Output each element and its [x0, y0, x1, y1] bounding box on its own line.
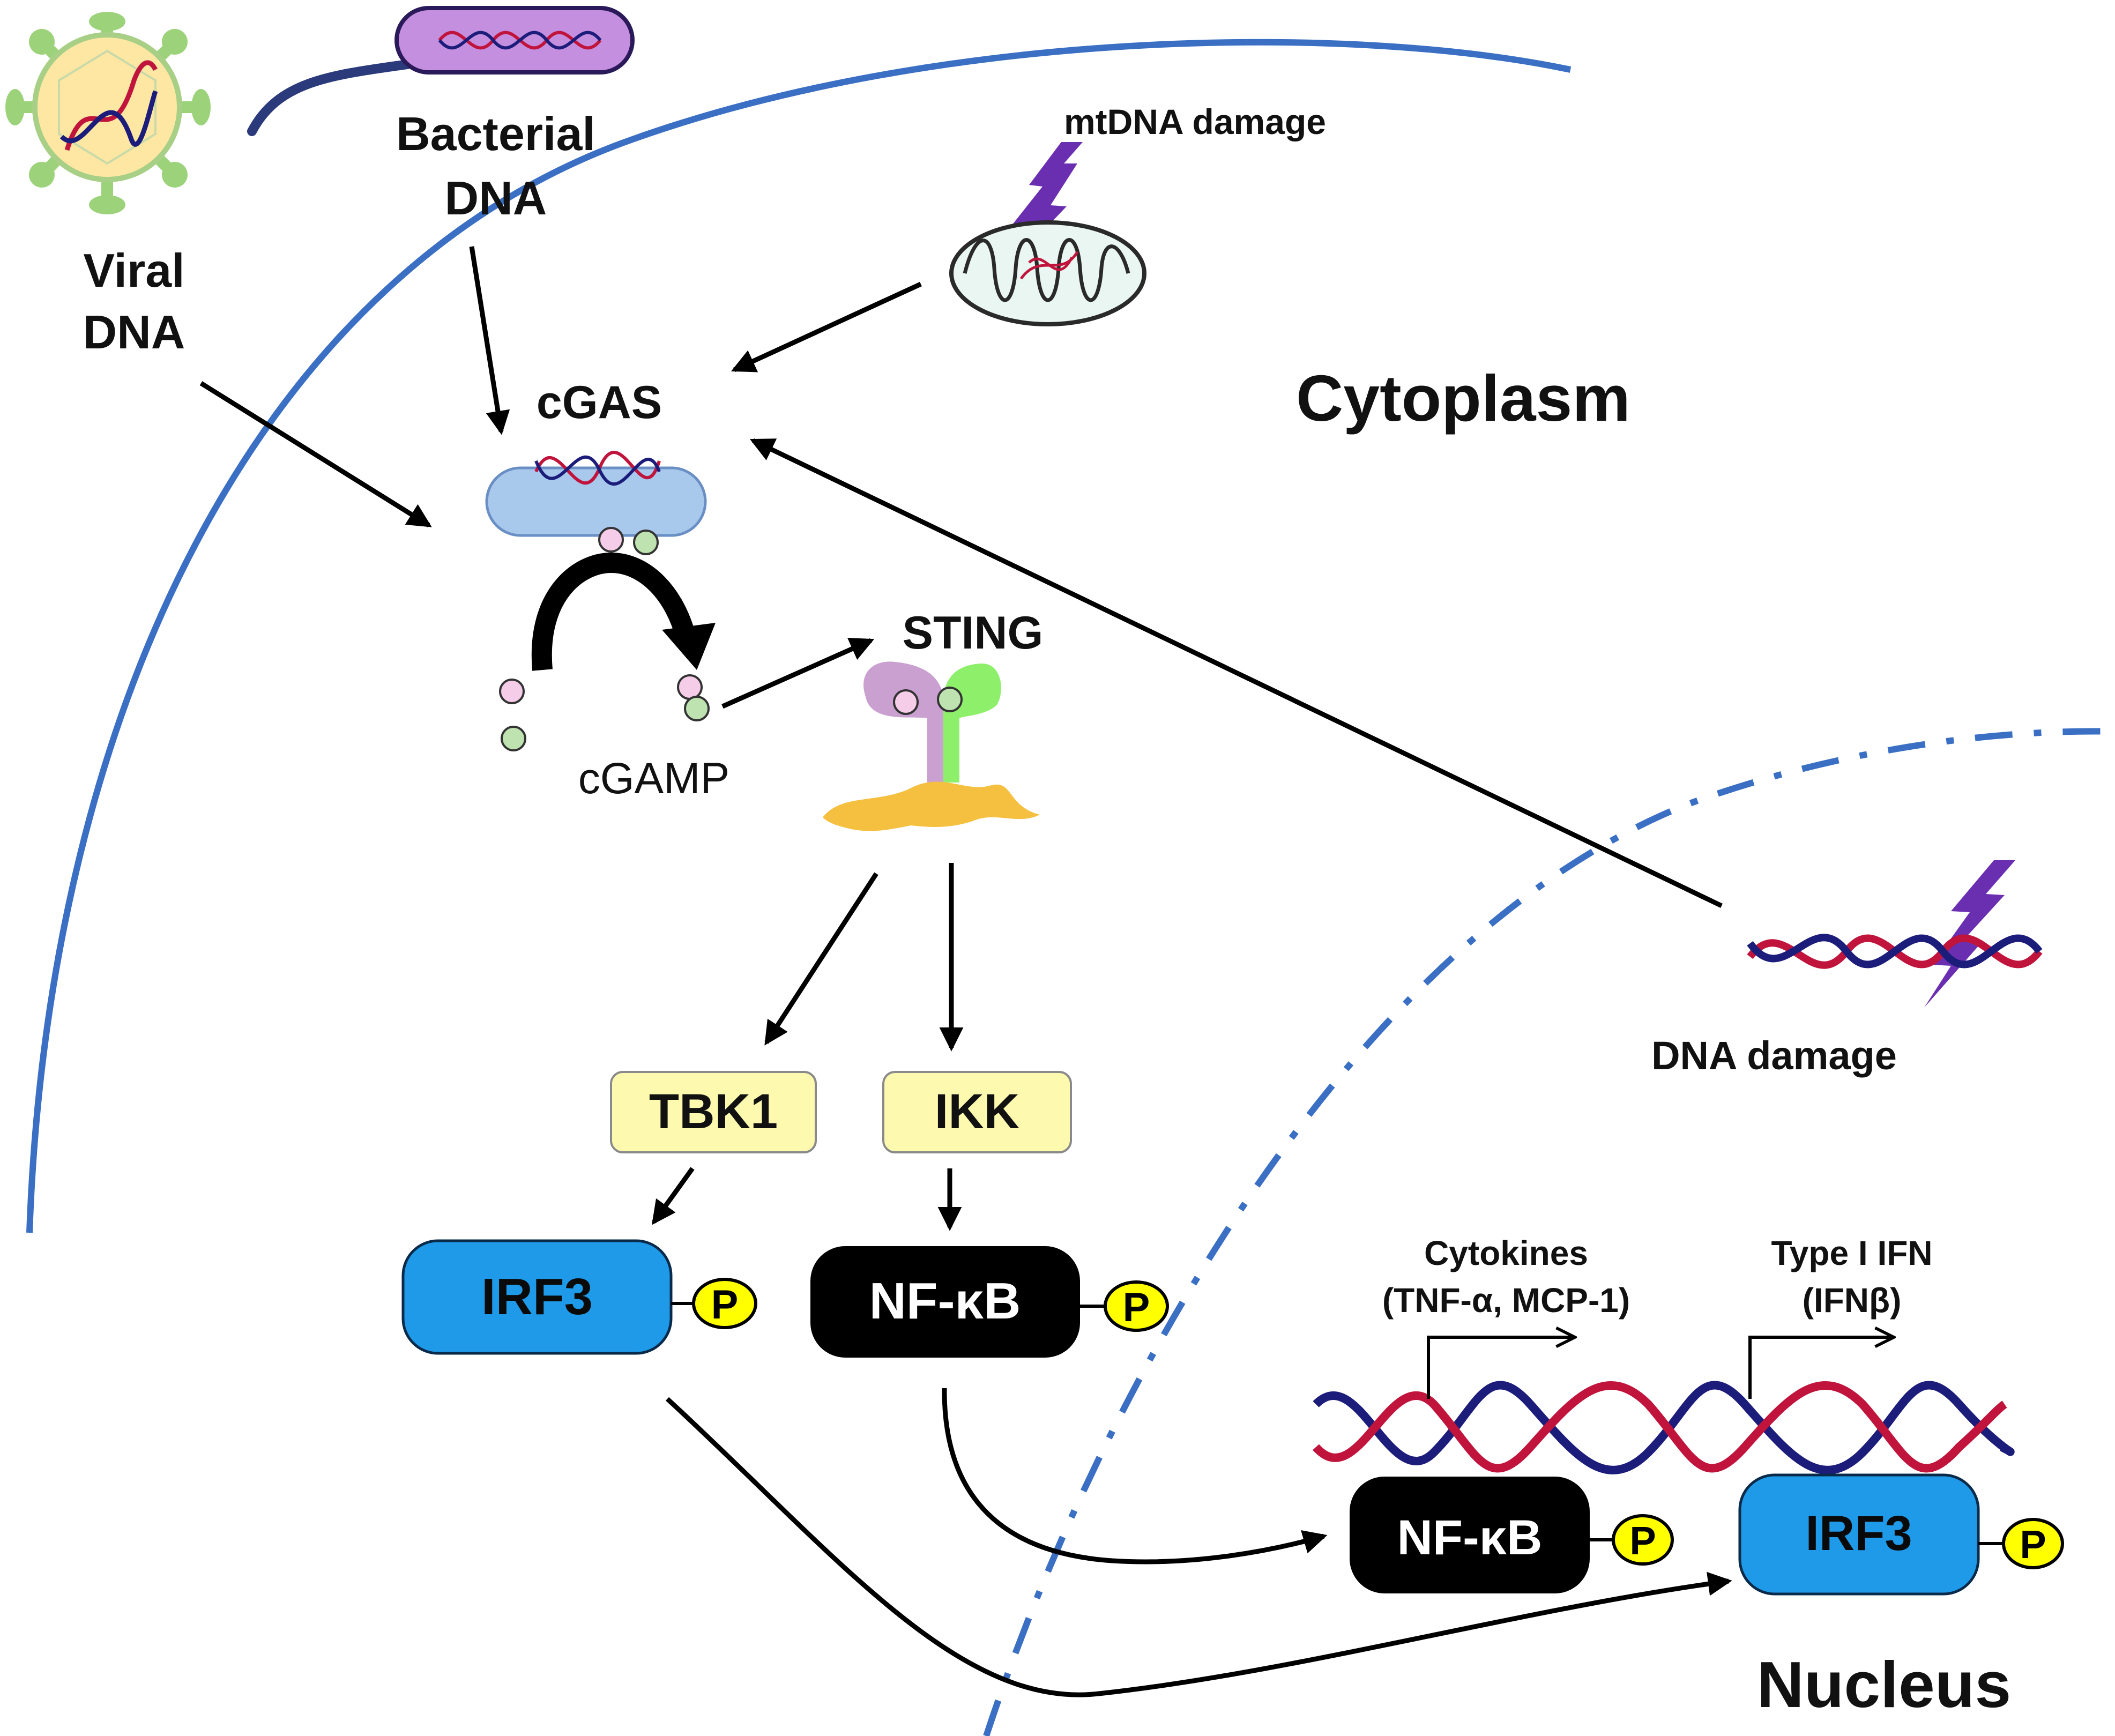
ikk-label: IKK — [935, 1084, 1019, 1139]
arrow-bacterial-dna-to-cgas — [469, 246, 510, 435]
ikk-box: IKK — [882, 1071, 1072, 1153]
cgas-label: cGAS — [537, 377, 662, 428]
cytokine-transcription-arrow — [1427, 1337, 1573, 1399]
cgamp-molecule — [677, 674, 710, 721]
arrow-dna-damage-to-cgas — [749, 438, 1723, 908]
arrow-irf3-to-nucleus — [665, 1397, 1732, 1697]
tbk1-box: TBK1 — [610, 1071, 817, 1153]
type1ifn-label-line1: Type I IFN — [1771, 1234, 1932, 1272]
bacterial-dna-label-line2: DNA — [445, 172, 547, 225]
bacterium-icon — [247, 6, 635, 136]
nuclear-envelope — [983, 728, 2115, 1736]
arrow-sting-to-tbk1 — [764, 872, 878, 1046]
irf3-cytoplasmic: IRF3 P — [401, 1239, 757, 1355]
nfkb-label: NF-κB — [869, 1272, 1021, 1330]
substrate-nucleotides — [499, 679, 526, 751]
irf3-nuclear-phospho-label: P — [2020, 1522, 2046, 1567]
mitochondrion-icon — [949, 220, 1146, 326]
nfkb-phospho-label: P — [1123, 1285, 1150, 1330]
dna-damage-lightning-icon — [1924, 860, 2015, 1008]
sting-dimer — [823, 661, 1040, 831]
cgas-enzyme — [485, 451, 707, 555]
nfkb-nuclear-phospho-label: P — [1629, 1518, 1656, 1563]
arrow-tbk1-to-irf3 — [652, 1167, 695, 1225]
ifn-transcription-arrow — [1748, 1337, 1892, 1399]
virus-icon — [5, 12, 211, 214]
genomic-dna-helix — [1313, 1381, 2015, 1474]
irf3-nuclear-label: IRF3 — [1805, 1506, 1912, 1561]
nfkb-nuclear-label: NF-κB — [1397, 1510, 1542, 1565]
sting-label: STING — [903, 607, 1044, 659]
cytoplasm-label: Cytoplasm — [1296, 362, 1630, 435]
bacterial-dna-label-line1: Bacterial — [396, 107, 595, 160]
damaged-dna-helix — [1747, 934, 2043, 969]
irf3-label: IRF3 — [481, 1268, 593, 1325]
arrow-nfkb-to-nucleus — [942, 1388, 1328, 1564]
dna-damage-label: DNA damage — [1651, 1033, 1897, 1078]
cytokines-label-line2: (TNF-α, MCP-1) — [1382, 1281, 1630, 1320]
arrow-viral-dna-to-cgas — [199, 381, 432, 527]
irf3-nuclear: IRF3 P — [1738, 1473, 2064, 1596]
tbk1-label: TBK1 — [649, 1084, 778, 1139]
type1ifn-label-line2: (IFNβ) — [1803, 1281, 1902, 1320]
cgamp-label: cGAMP — [578, 754, 729, 803]
cytokines-label-line1: Cytokines — [1424, 1234, 1588, 1272]
nfkb-nuclear: NF-κB P — [1350, 1477, 1674, 1593]
mtdna-damage-label: mtDNA damage — [1064, 102, 1326, 141]
cell-membrane — [26, 39, 1572, 1233]
catalysis-arrow — [531, 552, 716, 671]
arrow-mtdna-to-cgas — [731, 281, 922, 372]
irf3-phospho-label: P — [711, 1282, 739, 1328]
arrow-cgamp-to-sting — [721, 637, 875, 709]
viral-dna-label-line2: DNA — [83, 306, 185, 359]
viral-dna-label-line1: Viral — [83, 244, 184, 297]
nfkb-cytoplasmic: NF-κB P — [810, 1246, 1169, 1358]
nucleus-label: Nucleus — [1757, 1648, 2012, 1721]
